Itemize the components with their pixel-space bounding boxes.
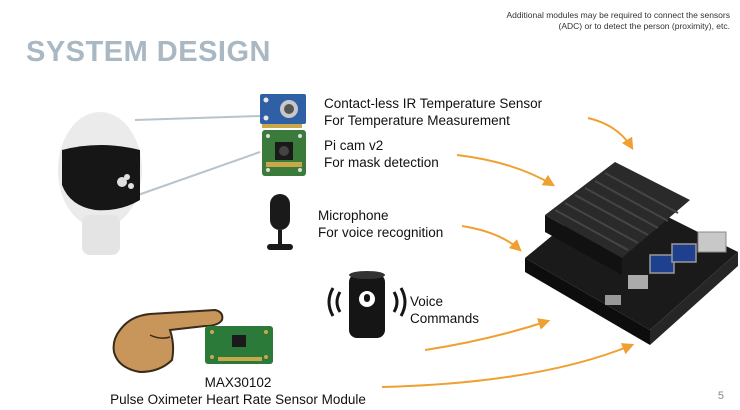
max30102-module-image (205, 326, 273, 364)
voice-line-1: Voice (410, 294, 444, 309)
smart-speaker-image (327, 271, 407, 338)
hand-image (112, 308, 224, 374)
pi-cam-purpose: For mask detection (324, 155, 439, 170)
ir-sensor-name: Contact-less IR Temperature Sensor (324, 96, 543, 111)
ir-sensor-purpose: For Temperature Measurement (324, 113, 510, 128)
pi-cam-label: Pi cam v2 For mask detection (324, 137, 439, 171)
microphone-label: Microphone For voice recognition (318, 207, 443, 241)
max30102-name: MAX30102 (204, 375, 272, 390)
max30102-label: MAX30102 Pulse Oximeter Heart Rate Senso… (103, 374, 373, 408)
voice-line-2: Commands (410, 311, 480, 326)
microphone-purpose: For voice recognition (318, 225, 444, 240)
slide-title: SYSTEM DESIGN (26, 36, 271, 68)
microphone-name: Microphone (318, 208, 389, 223)
head-to-ir-line (134, 115, 261, 121)
arrow-mic (461, 225, 522, 252)
footnote-line-2: (ADC) or to detect the person (proximity… (558, 21, 730, 31)
arrow-max (381, 343, 635, 388)
arrow-voice (424, 318, 551, 351)
footnote-line-1: Additional modules may be required to co… (506, 10, 731, 20)
head-to-cam-line (137, 151, 261, 196)
pi-cam-image (262, 130, 306, 176)
ir-sensor-image (260, 94, 306, 128)
pi-cam-name: Pi cam v2 (324, 138, 384, 153)
arrow-cam (456, 154, 556, 187)
page-number: 5 (717, 390, 724, 402)
footnote: Additional modules may be required to co… (430, 10, 731, 32)
masked-head-image (58, 112, 142, 255)
jetson-nano-board-image (525, 162, 738, 345)
microphone-image (267, 194, 293, 250)
arrow-ir (587, 117, 634, 151)
voice-commands-label: Voice Commands (410, 293, 479, 327)
ir-sensor-label: Contact-less IR Temperature Sensor For T… (324, 95, 542, 129)
max30102-description: Pulse Oximeter Heart Rate Sensor Module (110, 392, 366, 407)
